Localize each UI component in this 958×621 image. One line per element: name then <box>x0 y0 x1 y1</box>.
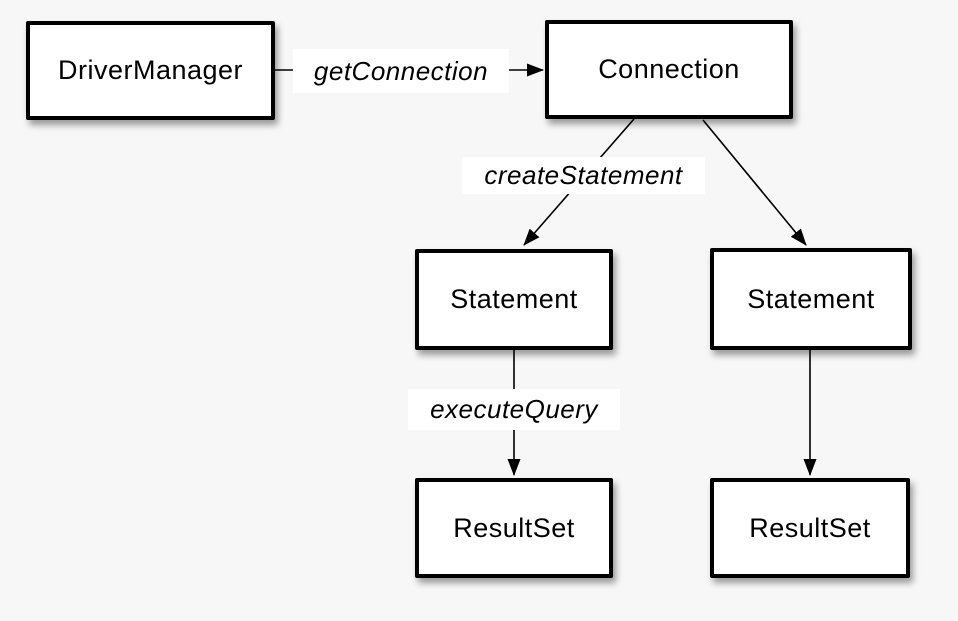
edge-label-executequery: executeQuery <box>408 389 620 430</box>
edge-label-getconnection: getConnection <box>293 49 509 93</box>
node-resultset-right: ResultSet <box>710 478 910 578</box>
node-statement-right: Statement <box>710 248 912 350</box>
node-drivermanager: DriverManager <box>26 21 275 120</box>
edge-connection-to-statement-right-arrow <box>702 119 807 246</box>
node-statement-left: Statement <box>415 249 613 350</box>
node-connection: Connection <box>545 20 793 119</box>
node-drivermanager-label: DriverManager <box>57 55 244 85</box>
edge-label-createstatement: createStatement <box>462 157 705 194</box>
node-statement-left-label: Statement <box>450 284 578 314</box>
node-resultset-right-label: ResultSet <box>749 512 871 543</box>
node-resultset-left-label: ResultSet <box>453 512 575 543</box>
node-connection-label: Connection <box>598 54 740 84</box>
node-statement-right-label: Statement <box>747 283 875 314</box>
node-resultset-left: ResultSet <box>415 478 613 578</box>
